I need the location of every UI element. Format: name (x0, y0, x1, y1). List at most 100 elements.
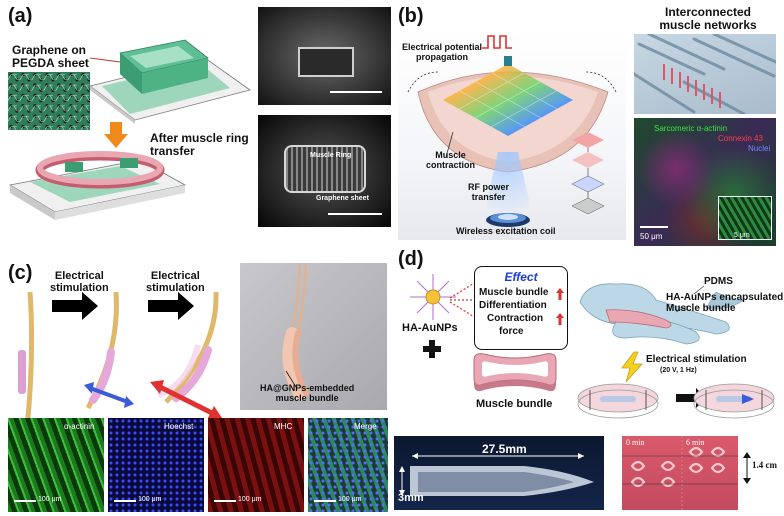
lightning-icon (621, 351, 643, 383)
petri-dish-sequence (577, 383, 775, 419)
panel-b-letter: (b) (398, 5, 424, 27)
after-transfer-label: After muscle ring transfer (150, 132, 249, 158)
muscle-network-svg (634, 34, 776, 114)
electrical-stim-params: (20 V, 1 Hz) (660, 367, 697, 374)
muscle-contraction-label: Muscle contraction (426, 150, 475, 170)
time-lapse-photo: 0 min 6 min (622, 436, 738, 510)
wireless-device-schematic (398, 32, 626, 240)
bundle-label-line1: HA@GNPs-embedded (260, 383, 355, 393)
micrograph-hoechst-scale-bar (114, 500, 136, 502)
wireless-coil-label: Wireless excitation coil (456, 226, 556, 236)
micrograph-hoechst: Hoechst 100 μm (108, 418, 204, 512)
muscle-contraction-line1: Muscle (435, 150, 466, 160)
graphene-label: Graphene on PEGDA sheet (12, 44, 89, 70)
micrograph-actinin: α-actinin 100 μm (8, 418, 104, 512)
sem-photo (258, 7, 391, 105)
panel-a-letter: (a) (8, 5, 33, 27)
effect-pointer-arrows (449, 281, 477, 319)
graphene-label-line2: PEGDA sheet (12, 56, 89, 70)
micrograph-merge: Merge 100 μm (308, 418, 388, 512)
stimulation-2-line2: stimulation (146, 282, 205, 294)
effect-item-3: Contraction (487, 313, 544, 324)
plus-icon (423, 340, 441, 358)
after-transfer-line1: After muscle ring (150, 131, 249, 145)
device-schematic-top (89, 39, 251, 124)
distance-arrow (743, 452, 751, 484)
bending-schematic (18, 291, 222, 419)
micrograph-mhc-scale: 100 μm (238, 496, 262, 503)
networks-label: Interconnected muscle networks (642, 6, 774, 32)
device-length-svg (399, 453, 594, 496)
sem-chamber-shape (298, 47, 354, 77)
encapsulated-label: HA-AuNPs encapsulated Muscle bundle (666, 292, 783, 314)
muscle-contraction-line2: contraction (426, 160, 476, 170)
rf-power-line2: transfer (471, 192, 506, 202)
down-arrow-icon (104, 122, 128, 148)
stain-actinin-label: Sarcomeric α-actinin (654, 124, 728, 133)
electrical-potential-line2: propagation (416, 52, 469, 62)
micrograph-mhc-scale-bar (214, 500, 236, 502)
device-length-photo: 27.5mm 3mm (394, 436, 604, 510)
increase-arrow-icon (556, 313, 564, 325)
stain-connexin-label: Connexin 43 (718, 134, 763, 143)
bundle-photo-label: HA@GNPs-embedded muscle bundle (260, 383, 354, 403)
effect-item-4: force (499, 326, 524, 337)
effect-box: Effect Muscle bundle Differentiation Con… (474, 266, 568, 350)
micrograph-hoechst-scale: 100 μm (138, 496, 162, 503)
networks-label-line1: Interconnected (664, 5, 751, 19)
encapsulated-line2: Muscle bundle (666, 303, 736, 314)
stimulation-1-line1: Electrical (54, 270, 104, 282)
micrograph-actinin-scale-bar (14, 500, 36, 502)
bundle-label-line2: muscle bundle (275, 393, 339, 403)
inset-zoom-image (718, 196, 772, 240)
wireless-device-svg (407, 35, 617, 227)
micrograph-merge-scale: 100 μm (338, 496, 362, 503)
distance-label: 1.4 cm (752, 460, 777, 470)
electrical-stim-label: Electrical stimulation (646, 354, 747, 365)
muscle-bundle-label: Muscle bundle (476, 398, 553, 410)
rf-power-line1: RF power (468, 182, 510, 192)
micrograph-hoechst-label: Hoechst (164, 422, 194, 431)
effect-title: Effect (504, 270, 538, 284)
time-six-label: 6 min (686, 438, 705, 447)
stimulation-1-line2: stimulation (50, 282, 109, 294)
height-label: 3mm (398, 492, 424, 504)
if-scale-label: 50 μm (640, 232, 663, 241)
electrical-potential-line1: Electrical potential (402, 42, 483, 52)
graphene-lattice-svg (8, 72, 90, 130)
ha-aunp-label: HA-AuNPs (402, 322, 458, 334)
ring-scale-bar (328, 213, 382, 215)
pdms-device-render (579, 283, 745, 345)
panel-d-letter: (d) (398, 248, 424, 270)
bundle-photo-svg (282, 263, 309, 401)
bundle-photo: HA@GNPs-embedded muscle bundle (240, 263, 387, 410)
if-scale-bar (640, 226, 668, 228)
sem-scale-bar (330, 91, 382, 93)
micrograph-mhc: MHC 100 μm (208, 418, 304, 512)
panel-c-letter: (c) (8, 262, 33, 284)
stain-nuclei-label: Nuclei (748, 144, 771, 153)
graphene-label-line1: Graphene on (12, 43, 87, 57)
muscle-network-render (634, 34, 776, 114)
inset-scale-label: 5 μm (734, 232, 750, 239)
stimulation-2-line1: Electrical (150, 270, 200, 282)
muscle-bundle-shape (473, 353, 557, 392)
electrical-potential-label: Electrical potential propagation (402, 42, 482, 62)
micrograph-mhc-label: MHC (274, 422, 293, 431)
micrograph-actinin-scale: 100 μm (38, 496, 62, 503)
increase-arrow-icon (556, 288, 564, 300)
immunofluorescence-image: Sarcomeric α-actinin Connexin 43 Nuclei … (634, 118, 776, 246)
muscle-ring-shape (284, 145, 366, 193)
length-label: 27.5mm (482, 442, 527, 456)
effect-item-1: Muscle bundle (479, 287, 549, 298)
time-lapse-svg (622, 436, 738, 510)
rf-power-label: RF power transfer (468, 182, 509, 202)
ha-aunp-particle-icon (410, 274, 456, 320)
graphene-sheet-photo-label: Graphene sheet (316, 195, 369, 202)
micrograph-merge-scale-bar (314, 500, 336, 502)
networks-label-line2: muscle networks (659, 18, 757, 32)
micrograph-merge-label: Merge (354, 422, 377, 431)
after-transfer-line2: transfer (150, 144, 195, 158)
graphene-lattice-image (8, 72, 90, 130)
muscle-ring-photo-label: Muscle Ring (310, 152, 352, 159)
